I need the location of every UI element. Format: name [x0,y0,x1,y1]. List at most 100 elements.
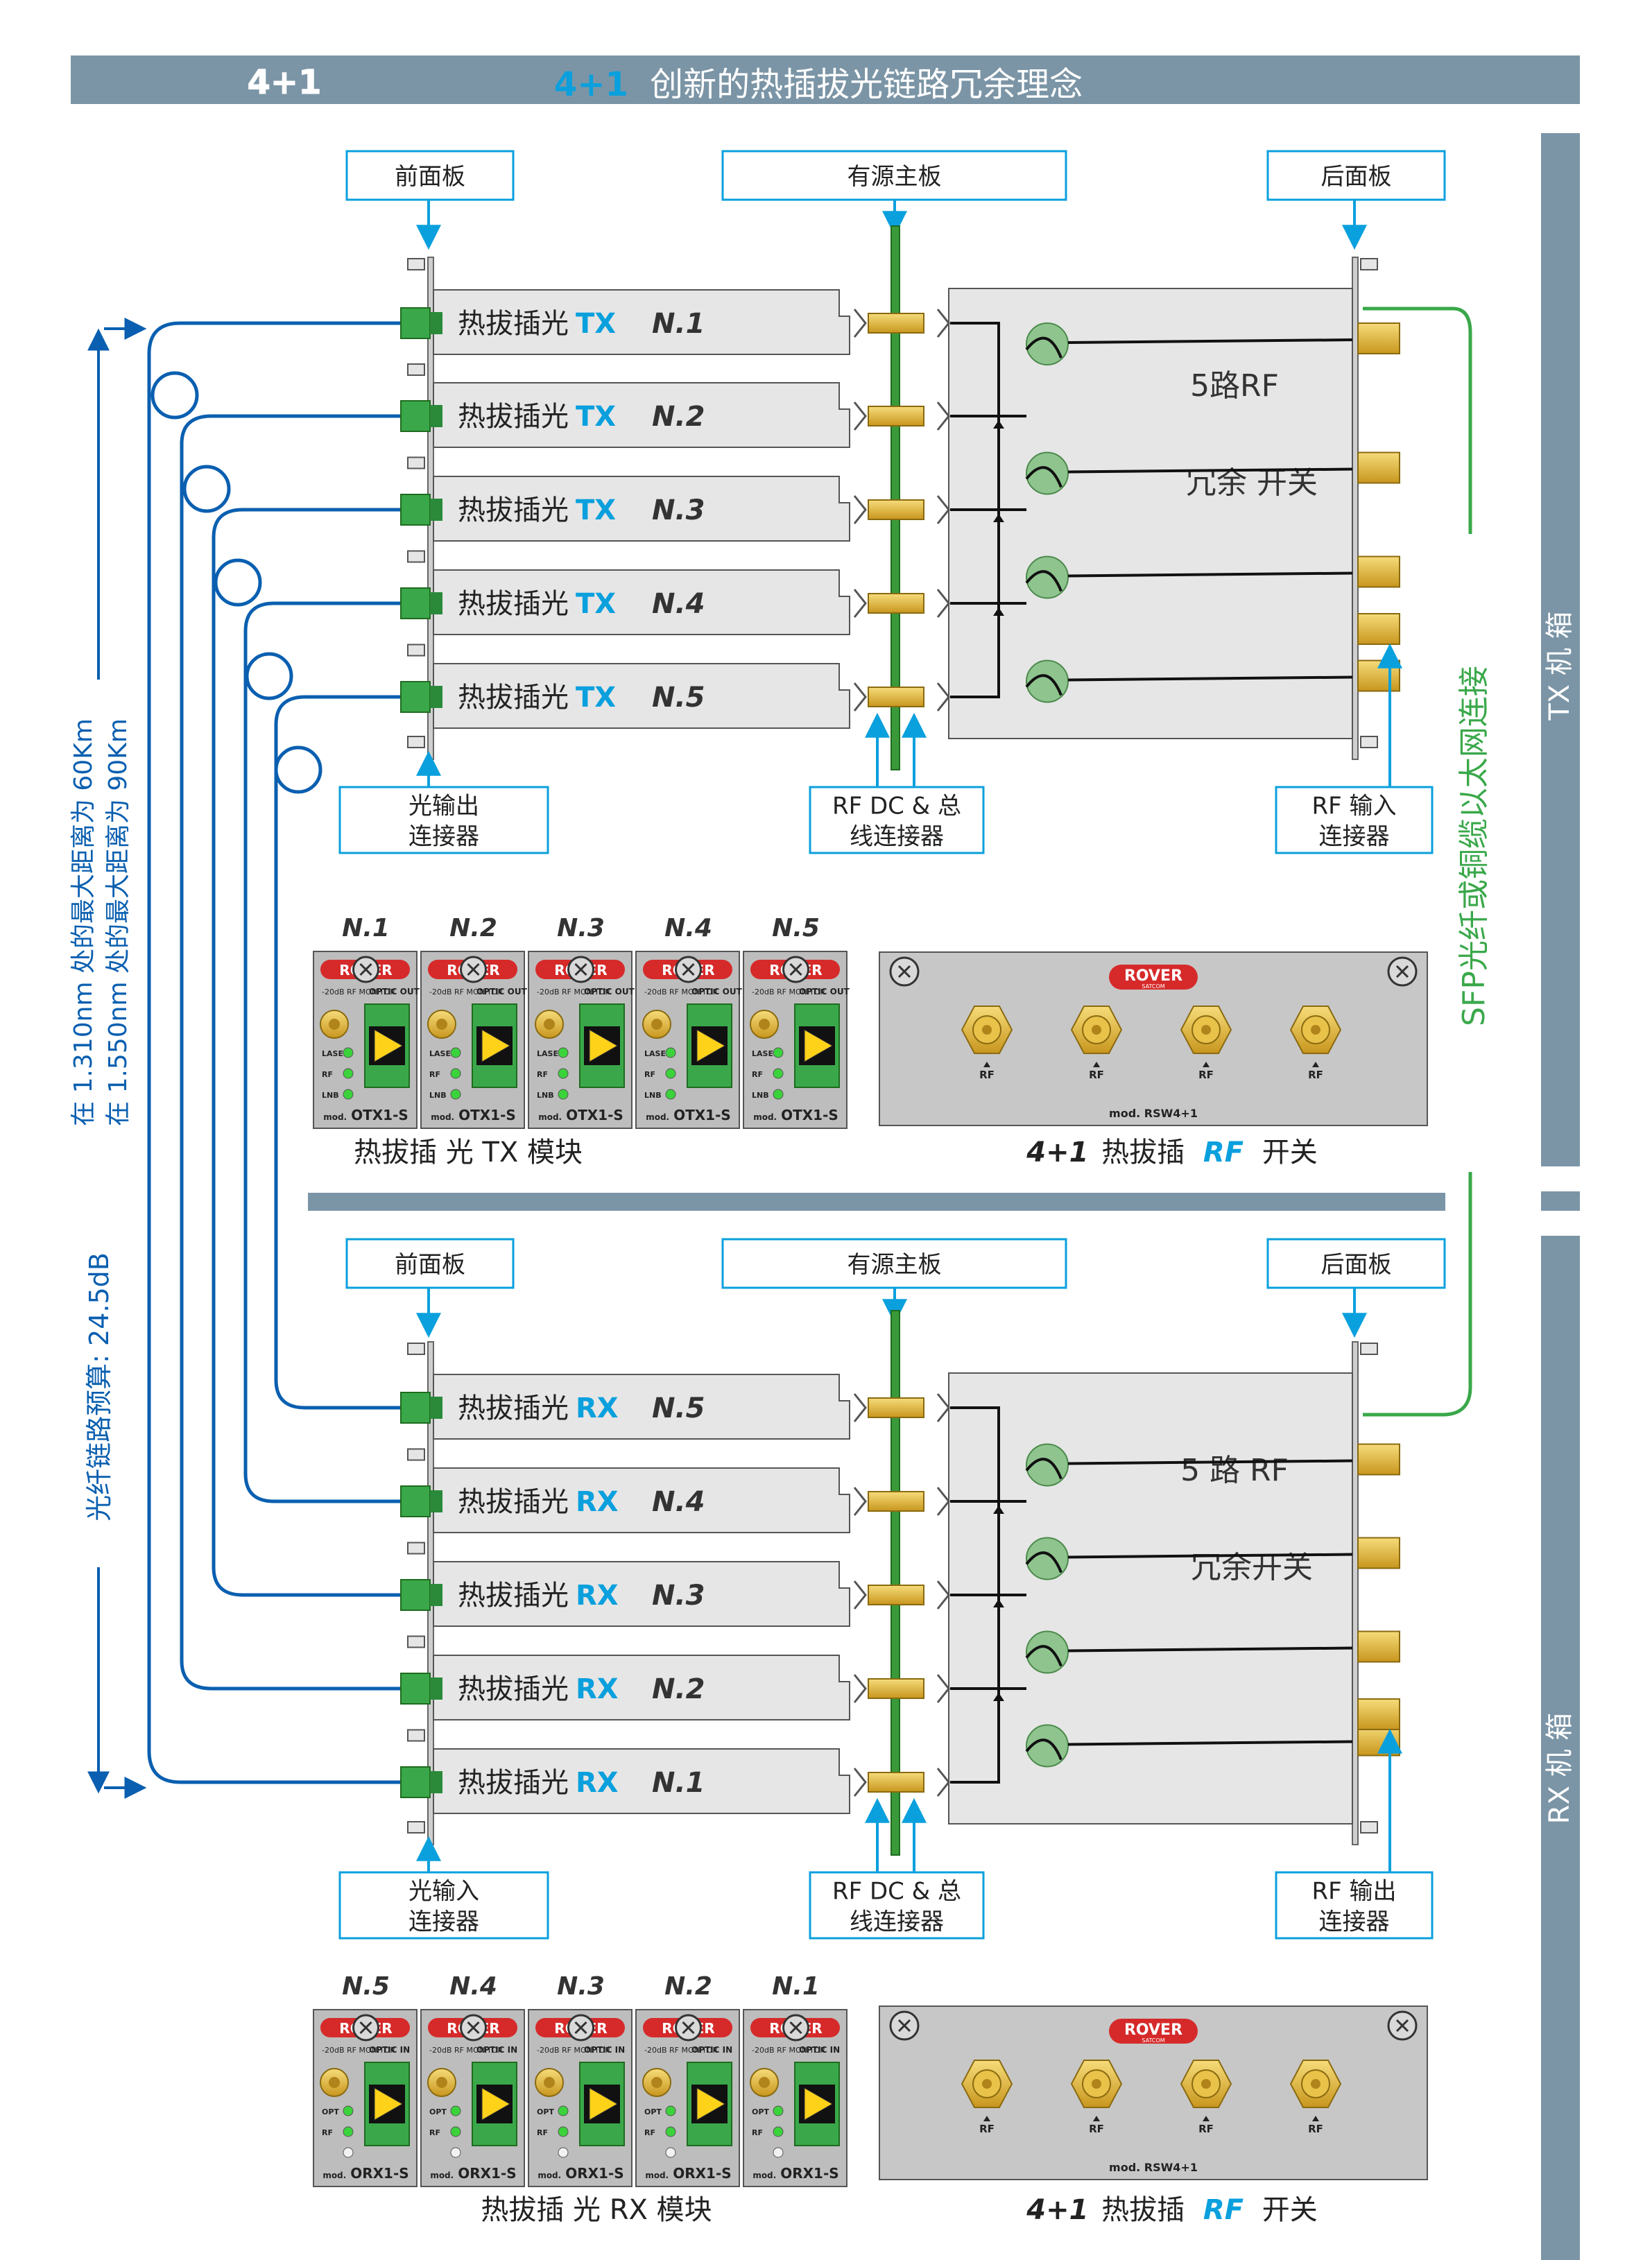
module-model: mod.ORX1-S [430,2165,516,2182]
switch-brand: ROVER [1124,2021,1182,2039]
distance-line-1: 在 1.310nm 处的最大距离为 60Km [69,718,98,1126]
status-led [773,2126,784,2137]
switch-caption-prefix: 4+1 [1026,2194,1088,2226]
laser-warning-icon [481,2087,511,2121]
module-model: mod.ORX1-S [752,2165,838,2182]
relay-contact [1025,1458,1062,1480]
relay-switch [1026,555,1069,599]
rf-port-arrow [1203,2116,1210,2121]
trace-arrow [993,420,1004,429]
tx-module-caption-text: 热拔插 光 TX 模块 [354,1137,583,1168]
switch-caption-suffix: 开关 [1262,1137,1318,1168]
bus-connector [868,687,924,707]
header-left-label: 4+1 [247,63,321,102]
status-led [558,2147,569,2158]
front-panel-callout-box [345,1238,515,1289]
rf-connector-callout-text: RF 输出 [1312,1878,1397,1906]
led-label: LASER [644,1049,672,1058]
status-led [450,1068,461,1079]
switch-board-label-1: 5路RF [1190,368,1279,404]
panel-screw-cross [1395,2019,1409,2033]
bus-connector [868,499,924,520]
rear-panel-callout-text: 后面板 [1321,1251,1392,1279]
board-edge [936,1674,950,1703]
module-model-prefix: mod. [322,2171,346,2180]
bus-connector [868,593,924,614]
status-led [450,2126,461,2137]
laser-warning-icon [804,2087,834,2121]
front-panel-callout: 前面板 [345,1238,515,1338]
optical-connector-body [430,312,442,334]
status-led [773,1047,784,1058]
module-port-label: OPTIC IN [691,2045,732,2055]
status-led [773,2147,784,2158]
rx-switch-caption: 4+1 热拔插 RF 开关 [1026,2194,1317,2226]
slot-label-tag: RX [576,1392,619,1424]
switch-model: mod. RSW4+1 [1109,2161,1198,2174]
slot-number: N.4 [652,588,705,620]
optical-connector [400,494,431,526]
status-led [343,1068,354,1079]
module-model-prefix: mod. [537,2171,561,2180]
panel-screw [407,1821,425,1834]
module-screw-cross [574,2021,587,2035]
module-port-label: OPTIC IN [799,2045,840,2055]
ethernet-link-rx [1363,1172,1472,1417]
optical-connector-body [430,592,442,614]
slot-label-tag: TX [576,494,616,526]
rear-rf-connector [1357,659,1400,692]
status-led [343,2126,354,2137]
panel-screw [1360,1821,1378,1834]
rear-panel-callout: 后面板 [1266,150,1446,250]
trace-arrow [993,1693,1004,1701]
front-panel-callout-box [345,150,515,201]
slot-number: N.3 [652,1580,705,1612]
slot-edge [853,309,867,338]
rf-port-center [1201,2079,1211,2089]
status-led [665,1089,676,1100]
laser-warning-icon [374,2087,404,2121]
panel-screw-cross [897,965,911,978]
led-label: LNB [644,1091,662,1100]
monitor-sma-center [651,2077,662,2088]
slot-label-tag: TX [576,588,616,620]
monitor-sma-center [544,2077,555,2088]
switch-model: mod. RSW4+1 [1109,1107,1198,1120]
led-label: LASER [322,1049,350,1058]
module-port-label: OPTIC OUT [691,987,743,997]
relay-contact [1025,674,1062,696]
module-model-prefix: mod. [752,2171,776,2180]
module-number: N.4 [664,914,712,942]
fiber-loop [182,465,231,513]
panel-screw [407,1448,425,1461]
optical-connector-body [430,1677,442,1700]
link-budget-label: 光纤链路预算: 24.5dB [84,1252,114,1521]
slot-edge [853,1580,867,1610]
rf-port-label: RF [1198,1069,1214,1081]
optical-connector [400,587,431,619]
module-port-label: OPTIC IN [584,2045,625,2055]
rear-rf-connector [1357,451,1400,484]
rear-panel [1352,257,1359,760]
slot-edge [853,1393,867,1422]
panel-screw [407,1542,425,1555]
board-edge [936,682,950,711]
optical-connector-callout-box [338,1871,549,1940]
slot-card [433,1467,850,1533]
bar-gap-block [1541,1191,1580,1211]
header-bar [71,55,1580,104]
rf-trace [1067,338,1353,344]
switch-caption-mid: 热拔插 [1101,2194,1185,2226]
ethernet-link-tx [1363,307,1472,534]
rf-trace [1067,1740,1353,1746]
backplane-callout: 有源主板 [721,150,1067,236]
fiber-cables [147,321,402,1784]
panel-screw-cross [897,2019,911,2033]
